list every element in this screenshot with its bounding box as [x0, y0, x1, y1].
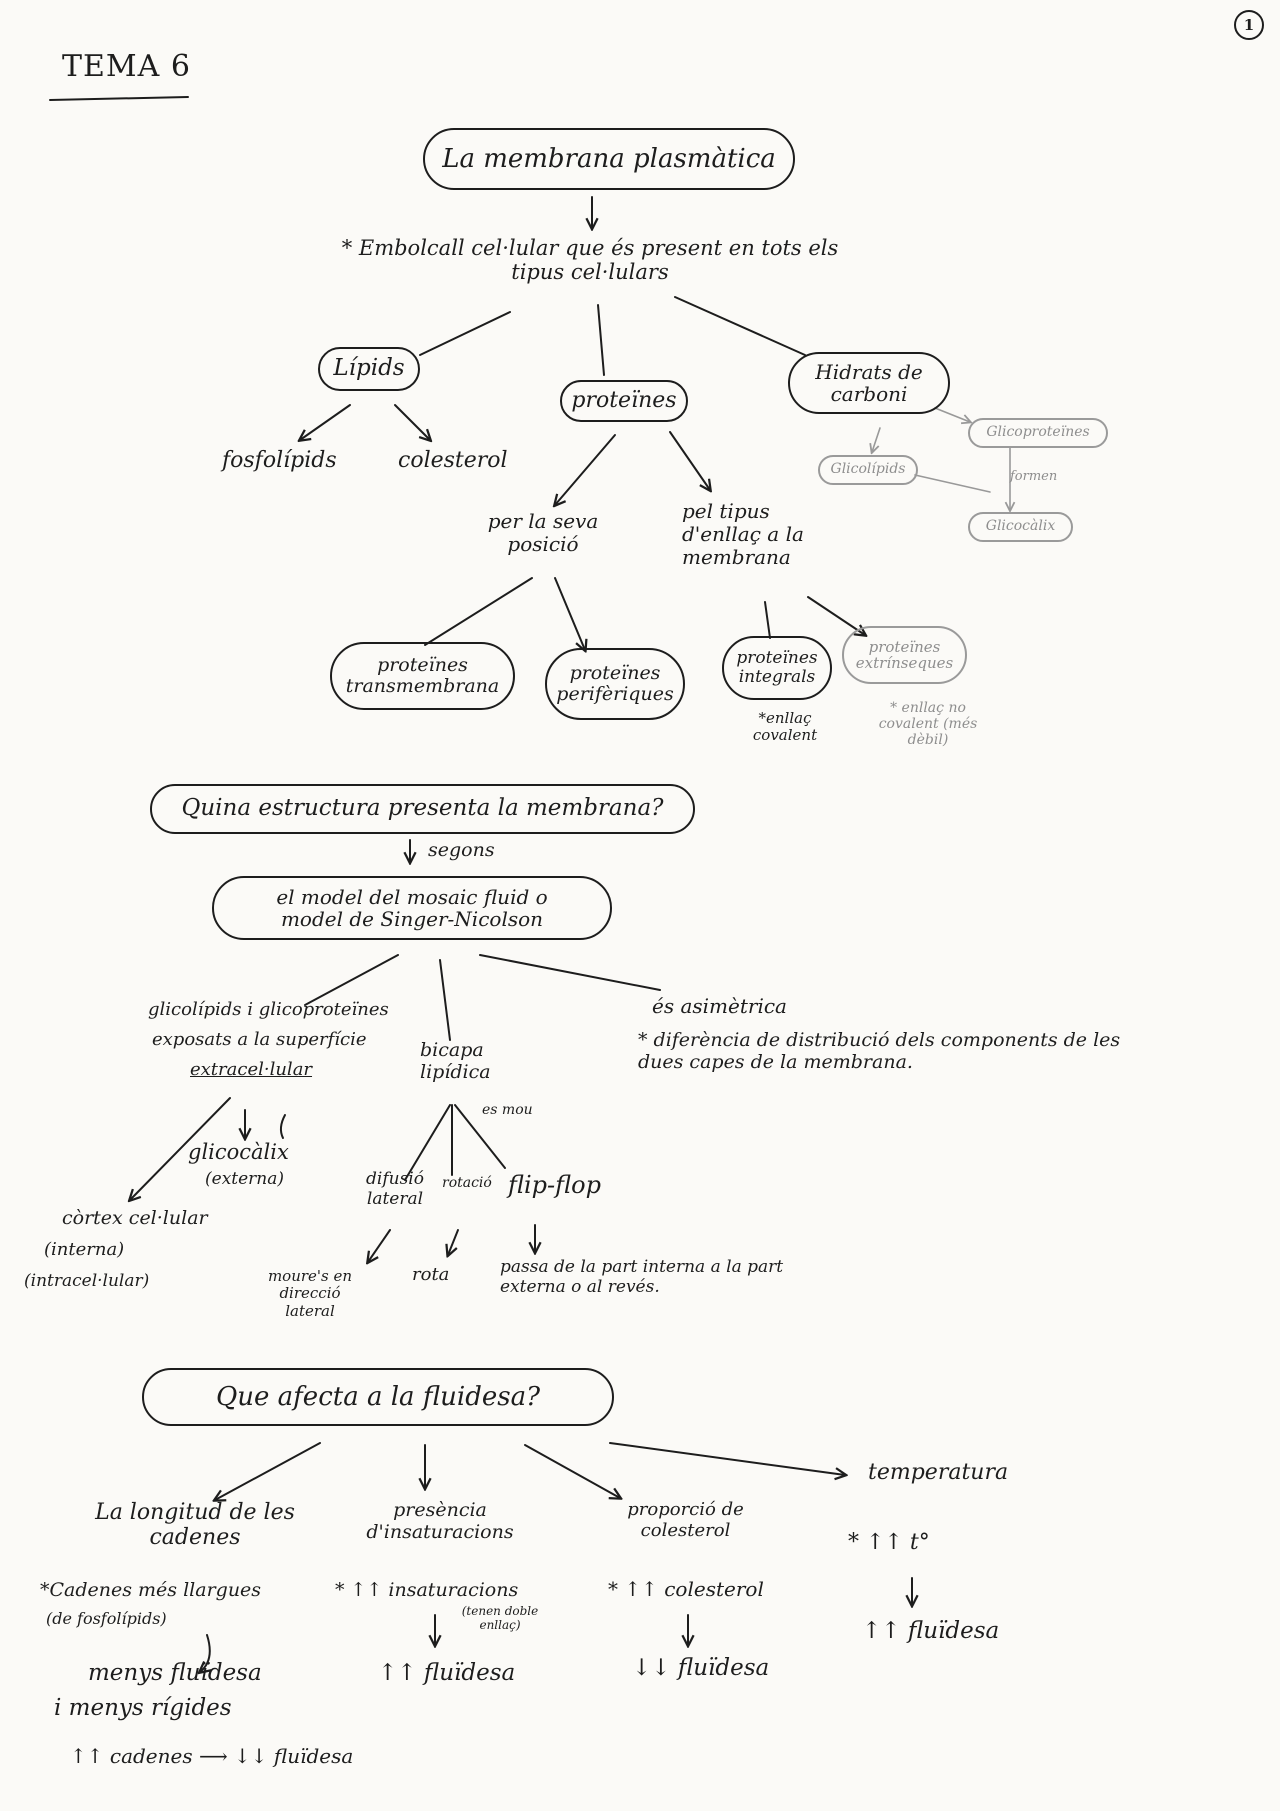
fluid-mosaic-model: el model del mosaic fluid o model de Sin…	[212, 876, 612, 940]
chain-length-label: La longitud de les cadenes	[95, 1500, 295, 1551]
unsaturation-note: * ↑↑ insaturacions	[335, 1579, 519, 1601]
node-extrinsic-proteins: proteïnes extrínseques	[842, 626, 967, 684]
cortex-sub2: (intracel·lular)	[24, 1271, 150, 1291]
flipflop-label: flip-flop	[508, 1171, 601, 1199]
question-fluidity: Que afecta a la fluidesa?	[142, 1368, 614, 1426]
chain-length-result1: menys fluïdesa	[88, 1660, 262, 1686]
flipflop-desc: passa de la part interna a la part exter…	[500, 1257, 784, 1297]
glycocalyx-label: glicocàlix	[188, 1140, 289, 1164]
title-underline	[49, 96, 189, 101]
temperature-note: * ↑↑ t°	[848, 1530, 930, 1555]
chain-length-summary: ↑↑ cadenes ⟶ ↓↓ fluïdesa	[70, 1744, 354, 1768]
unsaturation-label: presència d'insaturacions	[366, 1499, 514, 1543]
node-integral-proteins: proteïnes integrals	[722, 636, 832, 700]
temperature-result: ↑↑ fluïdesa	[862, 1618, 1000, 1644]
glyco-exposed-line1: glicolípids i glicoproteïnes	[148, 999, 389, 1020]
cholesterol-label: proporció de colesterol	[627, 1499, 744, 1541]
lateral-desc: moure's en direcció lateral	[267, 1267, 353, 1320]
glyco-exposed-line3: extracel·lular	[190, 1059, 313, 1080]
temperature-label: temperatura	[868, 1460, 1009, 1485]
cortex-label: còrtex cel·lular	[62, 1207, 208, 1229]
chain-length-note-sub: (de fosfolípids)	[46, 1609, 167, 1628]
integral-note: *enllaç covalent	[752, 709, 818, 745]
rotation-label: rotació	[442, 1175, 492, 1191]
node-glycoproteins: Glicoproteïnes	[968, 418, 1108, 448]
node-glycolipids: Glicolípids	[818, 455, 918, 485]
node-by-position: per la seva posició	[487, 509, 599, 556]
unsaturation-note-sub: (tenen doble enllaç)	[461, 1604, 539, 1632]
node-lipids: Lípids	[318, 347, 420, 391]
rotation-desc: rota	[412, 1264, 450, 1285]
cholesterol-note: * ↑↑ colesterol	[608, 1577, 764, 1601]
membrane-definition: * Embolcall cel·lular que és present en …	[341, 236, 839, 285]
forms-label: formen	[1010, 469, 1058, 484]
bilayer-label: bicapa lipídica	[420, 1039, 491, 1083]
unsaturation-result: ↑↑ fluïdesa	[378, 1660, 516, 1686]
node-glycocalyx-carbs: Glicocàlix	[968, 512, 1073, 542]
question-structure: Quina estructura presenta la membrana?	[150, 784, 695, 834]
chain-length-result2: i menys rígides	[54, 1695, 232, 1721]
node-transmembrane-proteins: proteïnes transmembrana	[330, 642, 515, 710]
moves-label: es mou	[482, 1102, 533, 1118]
lateral-diffusion: difusió lateral	[366, 1169, 424, 1209]
glycocalyx-sub: (externa)	[205, 1169, 285, 1189]
chain-length-note: *Cadenes més llargues	[40, 1579, 262, 1601]
cholesterol-result: ↓↓ fluïdesa	[632, 1655, 770, 1681]
page-number-badge: 1	[1234, 10, 1264, 40]
node-carbohydrates: Hidrats de carboni	[788, 352, 950, 414]
asymmetric-note: * diferència de distribució dels compone…	[638, 1029, 1121, 1073]
glyco-exposed-line2: exposats a la superfície	[152, 1029, 367, 1050]
node-peripheral-proteins: proteïnes perifèriques	[545, 648, 685, 720]
node-phospholipids: fosfolípids	[222, 448, 337, 473]
main-concept-membrane: La membrana plasmàtica	[423, 128, 795, 190]
asymmetric-label: és asimètrica	[652, 994, 787, 1018]
node-by-link-type: pel tipus d'enllaç a la membrana	[682, 499, 804, 569]
cortex-sub1: (interna)	[44, 1239, 125, 1260]
node-proteins: proteïnes	[560, 380, 688, 422]
according-label: segons	[428, 839, 495, 861]
extrinsic-note: * enllaç no covalent (més dèbil)	[878, 700, 978, 749]
node-cholesterol: colesterol	[398, 448, 508, 473]
topic-title: TEMA 6	[62, 49, 191, 84]
